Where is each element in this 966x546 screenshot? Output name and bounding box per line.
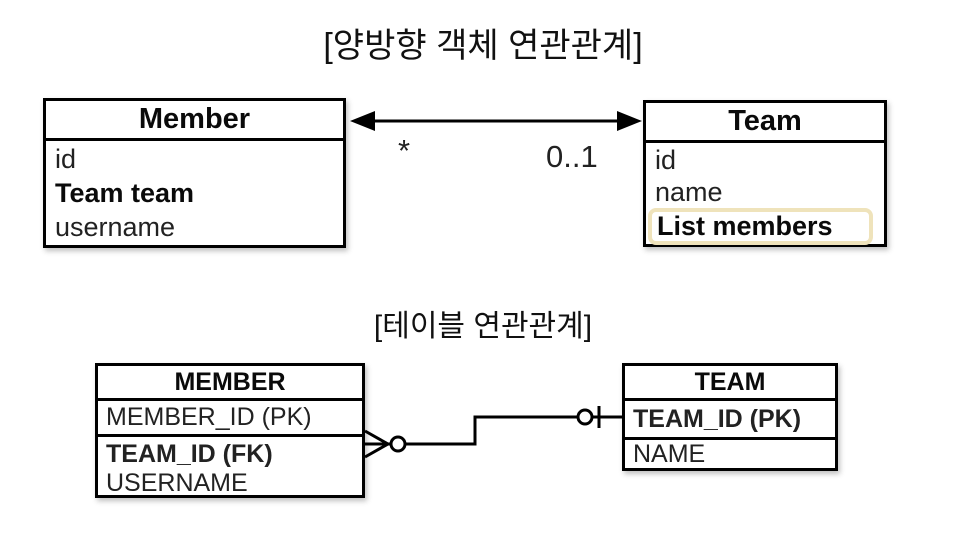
table-diagram-title: [테이블 연관관계] <box>373 310 593 343</box>
bidirectional-arrow-icon <box>350 111 642 131</box>
member-field-username: username <box>55 212 176 242</box>
team-table-box: TEAM TEAM_ID (PK) NAME <box>622 363 838 471</box>
team-field-members: List members <box>657 211 833 241</box>
member-table-row-username: USERNAME <box>106 469 248 497</box>
zero-circle-member-icon <box>389 435 407 453</box>
member-table-box: MEMBER MEMBER_ID (PK) TEAM_ID (FK) USERN… <box>95 363 365 498</box>
member-class-title: Member <box>46 101 343 141</box>
arrowhead-left-icon <box>350 111 375 131</box>
member-class-fields: id Team team username <box>46 141 343 244</box>
team-table-title: TEAM <box>625 366 835 401</box>
relationship-connector <box>364 406 622 459</box>
arrowhead-right-icon <box>617 111 642 131</box>
object-diagram-title: [양방향 객체 연관관계] <box>323 27 643 65</box>
member-table-title: MEMBER <box>98 366 362 401</box>
team-table-row-name: NAME <box>633 439 706 468</box>
team-table-row-team-id: TEAM_ID (PK) <box>625 401 835 440</box>
member-field-id: id <box>55 144 77 174</box>
team-field-name: name <box>655 177 723 207</box>
team-field-id: id <box>655 145 677 175</box>
team-class-fields: id name List members <box>646 143 884 245</box>
zero-circle-team-icon <box>576 408 594 426</box>
team-class-box: Team id name List members <box>643 100 887 247</box>
team-class-title: Team <box>646 103 884 143</box>
crows-foot-many-icon <box>364 429 392 459</box>
team-field-members-highlight: List members <box>648 208 873 245</box>
member-field-team: Team team <box>55 178 195 208</box>
member-multiplicity-label: * <box>398 133 411 168</box>
member-class-box: Member id Team team username <box>43 98 346 248</box>
team-multiplicity-label: 0..1 <box>546 139 598 174</box>
member-table-row-team-id: TEAM_ID (FK) <box>106 439 273 468</box>
member-table-row-member-id: MEMBER_ID (PK) <box>98 401 362 437</box>
